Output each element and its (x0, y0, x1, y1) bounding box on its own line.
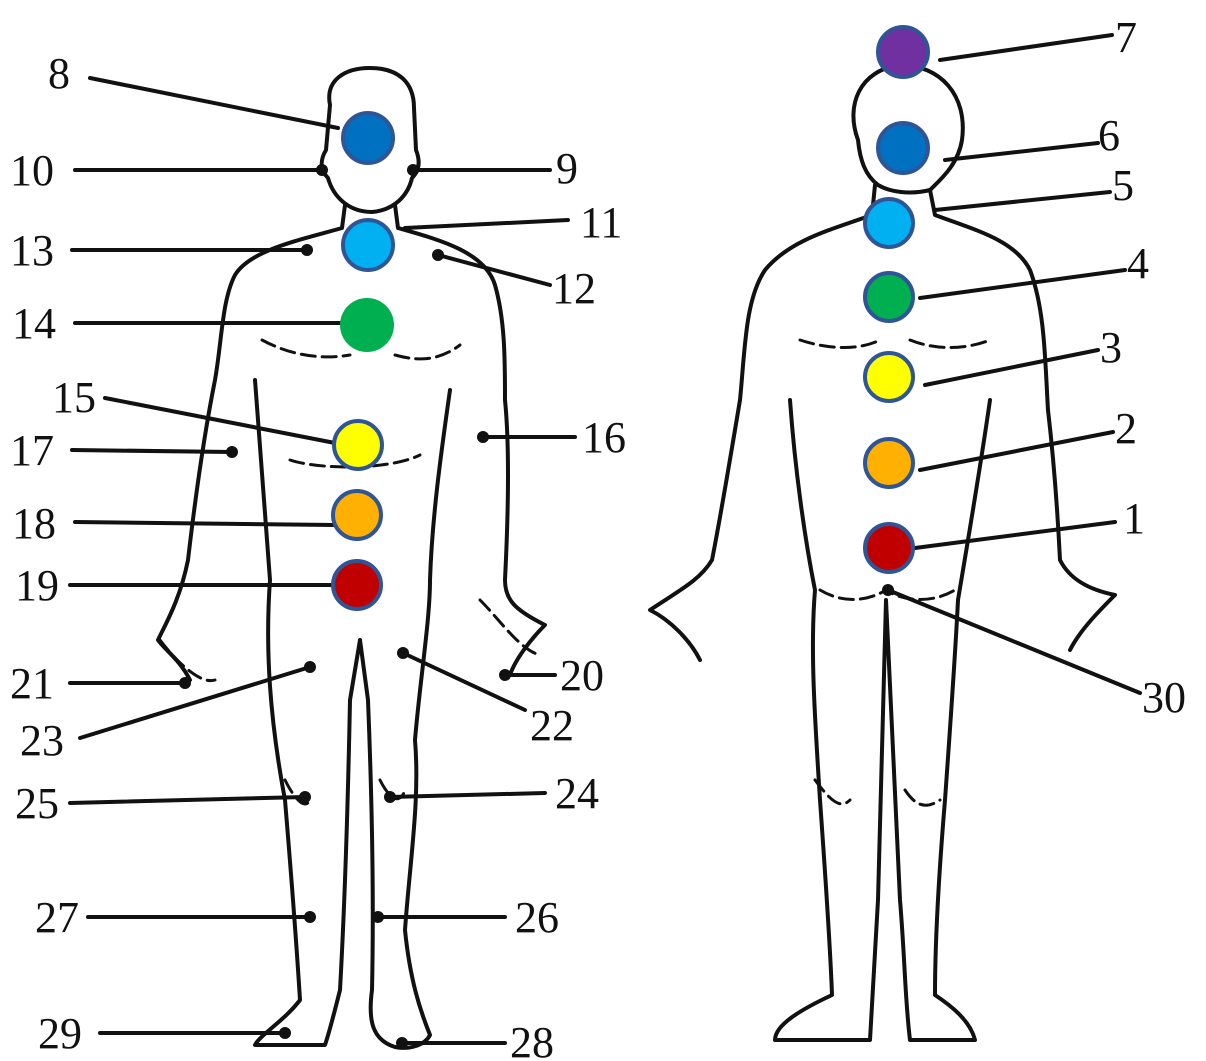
label-21: 21 (10, 659, 54, 708)
chakra-front-heart (340, 298, 394, 352)
point-28 (396, 1037, 408, 1049)
label-6: 6 (1098, 111, 1120, 160)
leader-3 (925, 350, 1098, 385)
leader-25 (70, 797, 305, 803)
label-28: 28 (510, 1018, 554, 1061)
chakra-front-throat (343, 220, 393, 270)
label-1: 1 (1123, 494, 1145, 543)
label-14: 14 (12, 299, 56, 348)
label-11: 11 (580, 198, 622, 247)
leader-2 (920, 432, 1113, 470)
point-25 (299, 791, 311, 803)
chakra-back-heart (865, 273, 913, 321)
point-13 (301, 244, 313, 256)
leader-6 (945, 143, 1098, 160)
label-23: 23 (20, 716, 64, 765)
chakra-front-third-eye (343, 113, 393, 163)
point-22 (397, 647, 409, 659)
point-9 (407, 164, 419, 176)
front-figure (158, 68, 545, 1048)
chakra-front-solar-plexus (334, 421, 382, 469)
leader-11 (405, 220, 568, 228)
chakra-back-third-eye (878, 123, 928, 173)
chakra-back-throat (865, 199, 913, 247)
chakra-front-root (333, 561, 381, 609)
label-5: 5 (1112, 161, 1134, 210)
point-30 (882, 584, 894, 596)
label-29: 29 (38, 1009, 82, 1058)
point-23 (304, 661, 316, 673)
label-18: 18 (12, 499, 56, 548)
point-27 (304, 911, 316, 923)
point-20 (499, 669, 511, 681)
label-9: 9 (556, 144, 578, 193)
label-26: 26 (515, 893, 559, 942)
label-25: 25 (15, 779, 59, 828)
label-10: 10 (10, 146, 54, 195)
label-15: 15 (52, 373, 96, 422)
chakra-back-solar-plexus (865, 353, 913, 401)
leader-8 (90, 78, 338, 128)
back-torso-outline (775, 400, 990, 1040)
leader-4 (920, 270, 1125, 298)
label-12: 12 (552, 264, 596, 313)
label-3: 3 (1100, 323, 1122, 372)
leader-5 (935, 192, 1110, 210)
chakra-circles (333, 27, 928, 609)
leader-18 (75, 522, 335, 525)
chakra-front-sacral (333, 491, 381, 539)
chakra-back-root (865, 524, 913, 572)
label-4: 4 (1127, 239, 1149, 288)
label-16: 16 (582, 413, 626, 462)
point-12 (432, 249, 444, 261)
point-21 (179, 677, 191, 689)
leader-7 (940, 35, 1112, 60)
leader-24 (390, 793, 545, 797)
label-22: 22 (530, 701, 574, 750)
label-27: 27 (35, 893, 79, 942)
leader-17 (72, 450, 232, 452)
point-29 (279, 1027, 291, 1039)
front-torso-outline (255, 380, 450, 1048)
label-24: 24 (555, 769, 599, 818)
point-17 (226, 446, 238, 458)
label-2: 2 (1115, 404, 1137, 453)
label-13: 13 (10, 226, 54, 275)
chakra-back-sacral (865, 439, 913, 487)
leader-lines (70, 35, 1140, 1043)
label-19: 19 (15, 561, 59, 610)
leader-1 (915, 522, 1115, 548)
point-24 (384, 791, 396, 803)
label-17: 17 (10, 426, 54, 475)
label-7: 7 (1115, 13, 1137, 62)
point-10 (316, 164, 328, 176)
point-26 (372, 911, 384, 923)
leader-15 (105, 398, 335, 443)
label-8: 8 (48, 49, 70, 98)
chakra-back-crown (878, 27, 928, 77)
label-30: 30 (1142, 673, 1186, 722)
label-20: 20 (560, 651, 604, 700)
point-16 (477, 431, 489, 443)
